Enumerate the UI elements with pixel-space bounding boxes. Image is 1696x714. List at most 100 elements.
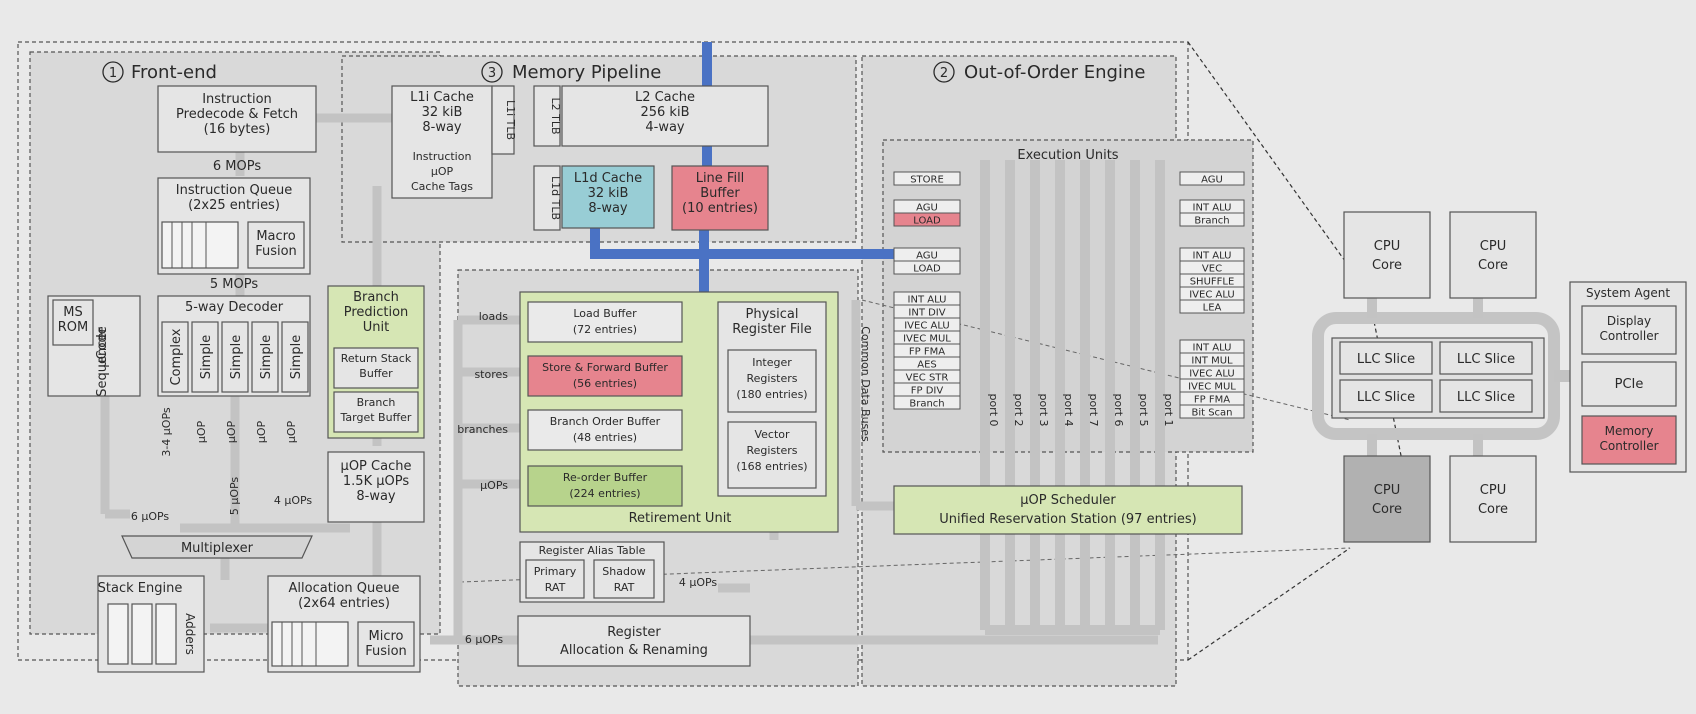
execution-unit-label: INT ALU bbox=[908, 295, 947, 306]
execution-unit bbox=[893, 395, 961, 410]
store-forward-buffer-box bbox=[527, 355, 683, 397]
shadow-rat-box bbox=[593, 559, 655, 599]
macro-fusion-box bbox=[247, 221, 305, 269]
execution-unit-label: FP DIV bbox=[911, 386, 944, 397]
l1i-tags-label-line: µOP bbox=[431, 165, 454, 178]
execution-unit-label: INT ALU bbox=[1193, 251, 1232, 262]
mops-label: 6 MOPs bbox=[213, 159, 261, 174]
cpu-core-label-line: CPU bbox=[1374, 483, 1400, 498]
execution-unit-label: STORE bbox=[910, 175, 944, 186]
ucode-sequencer-label-line: Sequencer bbox=[95, 327, 110, 397]
stack-engine-adder bbox=[155, 603, 177, 665]
uop-count-label: 6 µOPs bbox=[131, 510, 170, 523]
execution-unit-label: LEA bbox=[1203, 303, 1222, 314]
execution-units-title: Execution Units bbox=[1017, 148, 1118, 163]
integer-registers-label-line: (180 entries) bbox=[736, 388, 807, 401]
execution-unit-label: LOAD bbox=[913, 264, 941, 275]
execution-unit bbox=[1179, 404, 1245, 419]
section-number-circle bbox=[933, 61, 955, 83]
port-label: port 0 bbox=[987, 393, 1000, 426]
decoder-unit-1 bbox=[191, 321, 219, 393]
buffer-input-label: µOPs bbox=[480, 479, 508, 492]
execution-unit-label: IVEC ALU bbox=[1189, 369, 1235, 380]
reorder-buffer-label-line: Re-order Buffer bbox=[563, 471, 648, 484]
macro-fusion-label-line: Fusion bbox=[255, 244, 297, 259]
section-number: 1 bbox=[109, 66, 117, 81]
llc-slice-box-2 bbox=[1339, 379, 1433, 413]
stack-engine-adder bbox=[131, 603, 153, 665]
llc-slice-box-1 bbox=[1439, 341, 1533, 375]
store-forward-label-line: Store & Forward Buffer bbox=[542, 361, 668, 374]
uop-count-label: 4 µOPs bbox=[679, 576, 718, 589]
line-fill-buffer-box bbox=[671, 165, 769, 231]
decoder-unit-label: Simple bbox=[289, 335, 304, 379]
adders-label: Adders bbox=[183, 613, 197, 655]
branch-prediction-label-line: Prediction bbox=[344, 305, 409, 320]
load-buffer-label-line: (72 entries) bbox=[573, 323, 637, 336]
port-label: port 3 bbox=[1037, 393, 1050, 426]
system-agent-title: System Agent bbox=[1586, 286, 1670, 300]
micro-fusion-label-line: Micro bbox=[369, 629, 404, 644]
cpu-core-box-0 bbox=[1343, 211, 1431, 299]
micro-fusion-label-line: Fusion bbox=[365, 644, 407, 659]
l1i-tags-label-line: Cache Tags bbox=[411, 180, 473, 193]
cpu-core-label-line: CPU bbox=[1480, 483, 1506, 498]
pcie-label: PCIe bbox=[1615, 377, 1644, 392]
multiplexer-label: Multiplexer bbox=[181, 541, 254, 556]
decoder-unit-4 bbox=[281, 321, 309, 393]
execution-unit-label: IVEC MUL bbox=[1188, 382, 1236, 393]
l2-tlb-label: L2 TLB bbox=[549, 97, 562, 134]
uop-output-label: µOP bbox=[195, 420, 208, 443]
execution-unit bbox=[1179, 171, 1245, 186]
decoder-unit-label: Complex bbox=[169, 328, 184, 385]
port-label: port 1 bbox=[1162, 393, 1175, 426]
allocation-queue-label-line: Allocation Queue bbox=[289, 581, 400, 596]
register-renaming-label-line: Allocation & Renaming bbox=[560, 643, 708, 658]
l1d-cache-box bbox=[561, 165, 655, 229]
execution-unit-label: AGU bbox=[916, 251, 938, 262]
branch-target-buffer-box bbox=[333, 391, 419, 433]
return-stack-buffer-box bbox=[333, 347, 419, 389]
instruction-fetch-label-line: (16 bytes) bbox=[204, 122, 271, 137]
execution-unit-label: IVEC ALU bbox=[1189, 290, 1235, 301]
memory-pipeline-title: Memory Pipeline bbox=[512, 62, 661, 83]
execution-unit-label: IVEC ALU bbox=[904, 321, 950, 332]
execution-unit-label: FP FMA bbox=[1194, 395, 1230, 406]
macro-fusion-label-line: Macro bbox=[256, 229, 295, 244]
instruction-fetch-box bbox=[157, 85, 317, 153]
load-buffer-box bbox=[527, 301, 683, 343]
decoder-unit-label: Simple bbox=[229, 335, 244, 379]
l1i-cache-box bbox=[391, 85, 493, 199]
cpu-core-box-2 bbox=[1343, 455, 1431, 543]
allocation-queue-slots bbox=[271, 621, 349, 667]
display-controller-box bbox=[1581, 305, 1677, 355]
uop-output-label: µOP bbox=[285, 420, 298, 443]
execution-unit-label: Bit Scan bbox=[1191, 408, 1232, 419]
ms-rom-box bbox=[52, 299, 94, 346]
cpu-core-box-3 bbox=[1449, 455, 1537, 543]
component-boxes bbox=[47, 85, 1687, 673]
execution-unit bbox=[1179, 299, 1245, 314]
register-alias-table-label: Register Alias Table bbox=[539, 544, 646, 557]
l1d-cache-label-line: 32 kiB bbox=[588, 186, 629, 201]
decoder-unit-label: Simple bbox=[259, 335, 274, 379]
llc-slice-label: LLC Slice bbox=[1457, 390, 1515, 405]
uop-output-label: 3-4 µOPs bbox=[160, 407, 173, 457]
llc-slice-box-3 bbox=[1439, 379, 1533, 413]
pcie-box bbox=[1581, 361, 1677, 407]
branch-target-label-line: Target Buffer bbox=[340, 411, 412, 424]
cpu-core-label-line: Core bbox=[1372, 258, 1402, 273]
branch-order-buffer-box bbox=[527, 409, 683, 451]
uop-output-label: µOP bbox=[255, 420, 268, 443]
register-renaming-box bbox=[517, 615, 751, 667]
l1d-tlb-box bbox=[533, 165, 561, 231]
execution-unit-label: INT DIV bbox=[908, 308, 945, 319]
branch-order-label-line: Branch Order Buffer bbox=[550, 415, 661, 428]
l1i-tlb-box bbox=[491, 85, 515, 155]
cpu-core-label-line: CPU bbox=[1374, 239, 1400, 254]
execution-unit-label: LOAD bbox=[913, 216, 941, 227]
buffer-input-label: loads bbox=[479, 310, 509, 323]
l2-tlb-box bbox=[533, 85, 561, 147]
l1i-tlb-label: L1i TLB bbox=[504, 100, 517, 140]
decoder-unit-0 bbox=[161, 321, 189, 393]
